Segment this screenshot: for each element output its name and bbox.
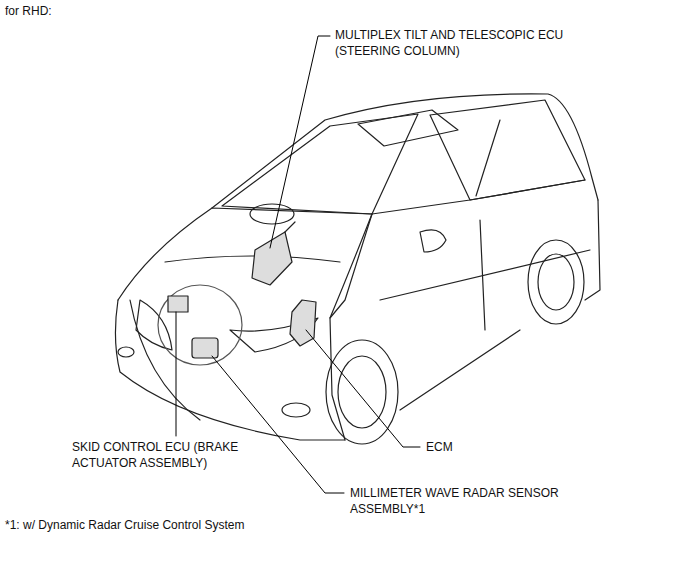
door-cut (480, 220, 485, 330)
hood-crease (165, 256, 340, 262)
fog-light (282, 403, 310, 417)
rocker (400, 330, 520, 410)
leader-line (270, 36, 330, 248)
leader-line (212, 356, 344, 493)
steering-wheel (250, 204, 294, 224)
side-window-frame (430, 100, 585, 200)
footnote: *1: w/ Dynamic Radar Cruise Control Syst… (5, 517, 405, 533)
door-line (380, 250, 590, 300)
part-label: MILLIMETER WAVE RADAR SENSOR ASSEMBLY*1 (350, 485, 628, 517)
pillar (476, 120, 500, 196)
fender-line (330, 214, 372, 440)
beltline (372, 180, 585, 214)
roof-outline (212, 94, 598, 208)
rear-body (585, 200, 600, 300)
mirror (420, 230, 446, 252)
leader-line (306, 330, 420, 447)
front-bumper (115, 300, 345, 440)
rear-rim (538, 254, 574, 310)
engine-bay-ring (158, 285, 242, 365)
windshield (222, 114, 418, 214)
part-label: ECM (426, 439, 486, 455)
sunroof (358, 110, 458, 146)
skid-control-ecu (168, 296, 188, 312)
ecm (290, 300, 316, 346)
leader-line (176, 312, 177, 436)
steering-shaft (285, 222, 295, 232)
diagram-title: for RHD: (5, 3, 125, 19)
grille-edge (130, 300, 200, 420)
part-label: MULTIPLEX TILT AND TELESCOPIC ECU (STEER… (335, 27, 567, 59)
part-label: SKID CONTROL ECU (BRAKE ACTUATOR ASSEMBL… (72, 439, 272, 471)
rear-wheel (528, 240, 584, 324)
hood (118, 208, 372, 318)
fog-light (118, 347, 134, 357)
radar-sensor (192, 338, 218, 358)
